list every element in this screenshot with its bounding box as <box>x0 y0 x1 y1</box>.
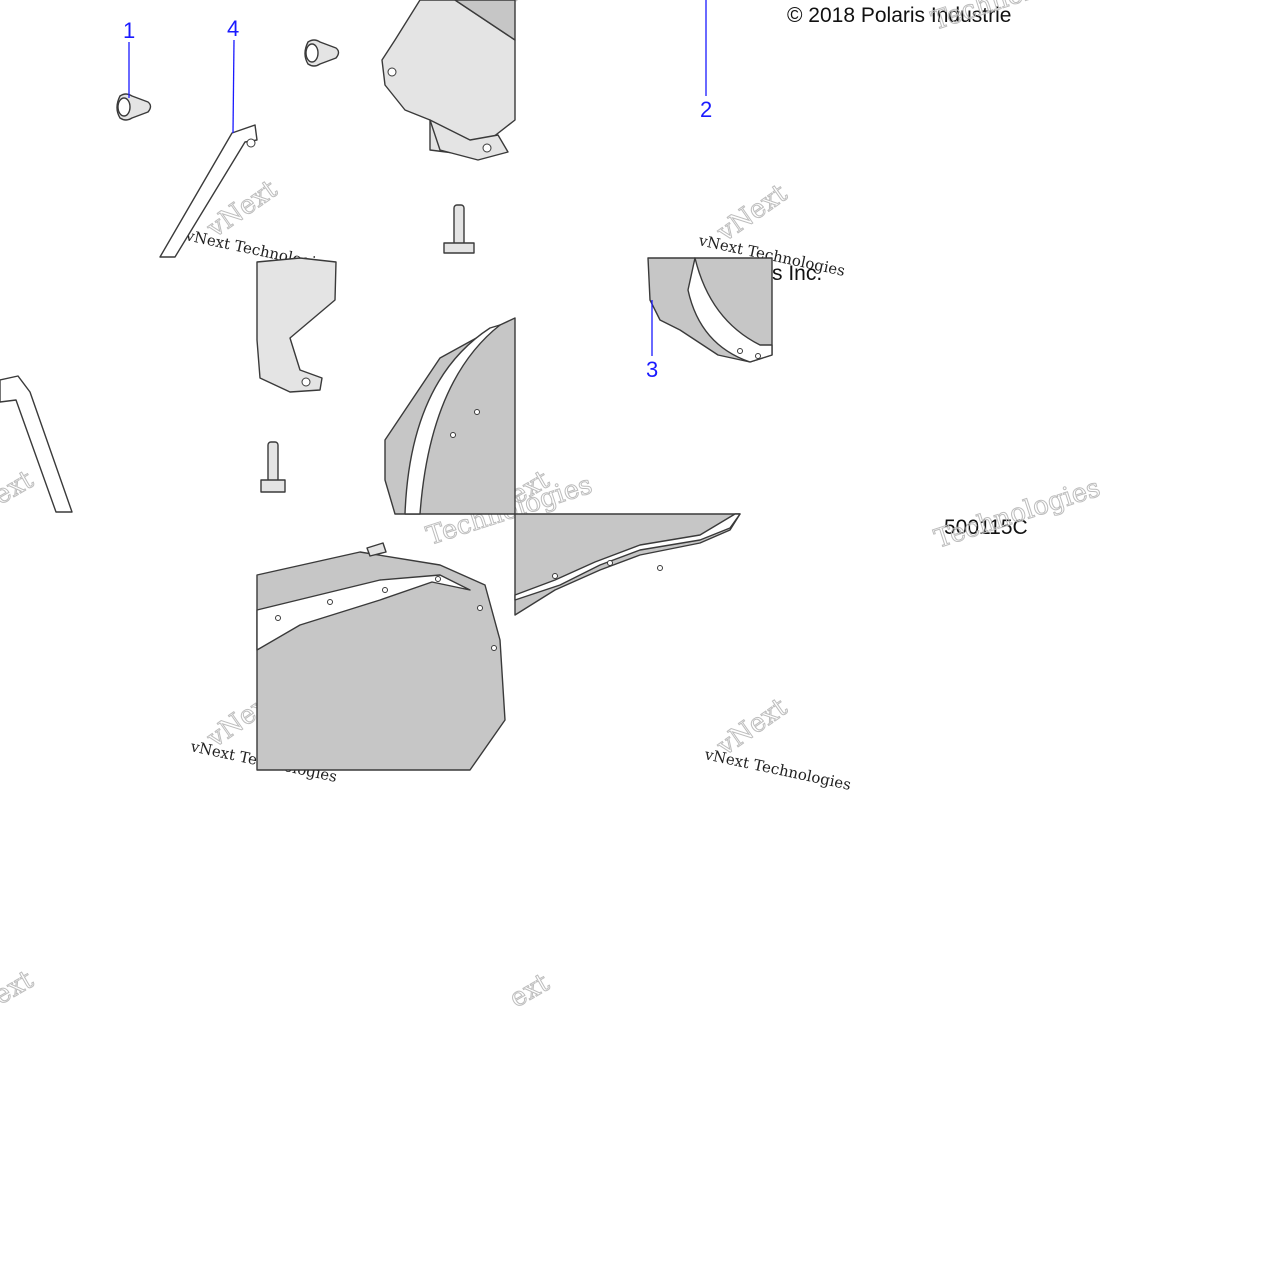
callout-3[interactable]: 3 <box>646 357 658 382</box>
callout-2[interactable]: 2 <box>700 97 712 122</box>
copyright-line-2: s Inc. <box>772 262 822 285</box>
watermark-group: Technologies Technologies Technologies T… <box>0 0 1104 1015</box>
pin-part-a <box>116 93 152 121</box>
leader-line-4 <box>232 39 235 134</box>
pin-part-b <box>304 39 340 67</box>
callout-4[interactable]: 4 <box>227 16 239 41</box>
watermark-vnext-tec-d: vNext Technologies <box>702 745 852 794</box>
mounting-bracket-lower <box>256 257 337 393</box>
copyright-line-1: © 2018 Polaris Industrie <box>787 4 1011 27</box>
watermark-technologies-topright: Technologies <box>928 0 1101 37</box>
watermark-ext-c: ext <box>0 965 39 1012</box>
diagram-number: 500115C <box>944 516 1028 539</box>
watermark-ext-d: ext <box>505 968 556 1015</box>
watermark-ext-a: ext <box>0 465 39 512</box>
bolt-part-b <box>260 441 286 493</box>
callout-1[interactable]: 1 <box>123 18 135 43</box>
headlight-lens <box>256 542 506 771</box>
headlight-housing-side <box>384 317 516 515</box>
bolt-part-a <box>443 204 475 254</box>
watermark-technologies-right: Technologies <box>931 473 1104 555</box>
bracket-part <box>0 124 258 513</box>
mounting-bracket-upper <box>381 0 516 161</box>
headlight-flange <box>514 513 741 616</box>
headlight-housing-top <box>647 257 773 363</box>
